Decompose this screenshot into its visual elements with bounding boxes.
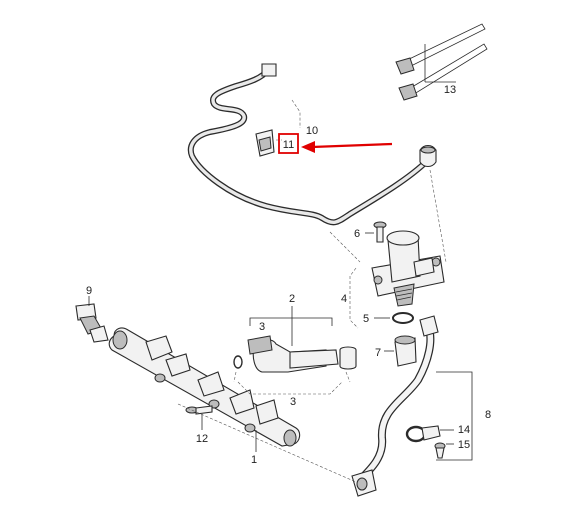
clamp-part-14[interactable] <box>405 425 454 443</box>
tappet-part-7[interactable] <box>384 335 417 367</box>
pressure-sensor-part-9[interactable] <box>75 296 109 343</box>
o-ring-part-5[interactable] <box>374 312 414 324</box>
highlight-callout-11 <box>278 133 393 154</box>
callout-1: 1 <box>251 454 257 466</box>
callout-13: 13 <box>444 84 456 96</box>
callout-2: 2 <box>289 293 295 305</box>
callout-7: 7 <box>375 347 381 359</box>
cable-tie-part-13[interactable] <box>395 23 488 101</box>
callout-5: 5 <box>363 313 369 325</box>
callout-3-upper: 3 <box>259 321 265 333</box>
callout-10: 10 <box>306 125 318 137</box>
bolt-part-15[interactable] <box>434 442 454 459</box>
hose-part-10[interactable] <box>187 63 437 226</box>
callout-6: 6 <box>354 228 360 240</box>
callout-9: 9 <box>86 285 92 297</box>
callout-15: 15 <box>458 439 470 451</box>
callout-4: 4 <box>341 293 347 305</box>
callout-3-lower: 3 <box>290 396 296 408</box>
fuel-rail-part-1[interactable] <box>108 327 301 447</box>
high-pressure-line-part-8[interactable] <box>351 315 439 497</box>
callout-11[interactable]: 11 <box>283 139 294 151</box>
high-pressure-pump-part-4[interactable] <box>371 230 445 307</box>
injector-part-2[interactable] <box>233 335 357 373</box>
callout-8: 8 <box>485 409 491 421</box>
callout-labels: 1 2 3 3 4 5 6 7 8 9 10 11 12 13 14 15 <box>86 84 491 466</box>
callout-14: 14 <box>458 424 470 436</box>
bolt-part-12[interactable] <box>185 405 213 430</box>
bolt-part-6[interactable] <box>365 221 387 243</box>
callout-12: 12 <box>196 433 208 445</box>
clip-part-11[interactable] <box>255 129 275 157</box>
